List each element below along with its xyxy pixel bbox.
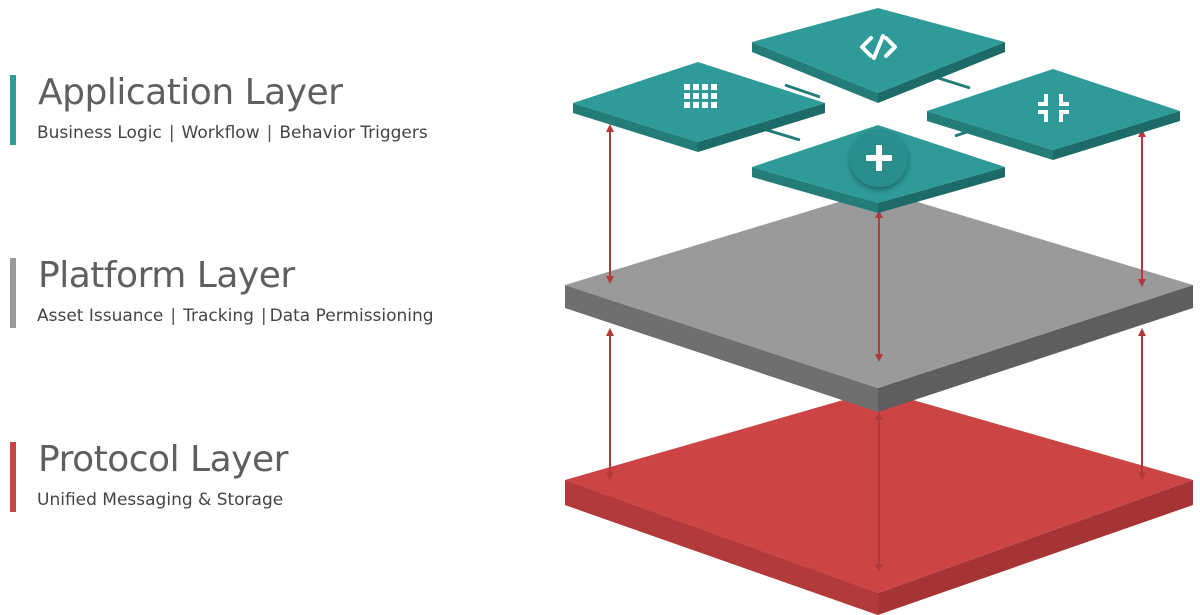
- protocol-layer-items: Unified Messaging & Storage: [37, 489, 283, 511]
- platform-item: Tracking: [183, 306, 254, 326]
- protocol-item: Unified Messaging & Storage: [37, 490, 284, 510]
- separator: |: [168, 123, 175, 143]
- separator: |: [266, 123, 273, 143]
- slash-s-icon: [860, 34, 897, 60]
- application-layer-title: Application Layer: [38, 72, 343, 113]
- platform-layer-title: Platform Layer: [38, 255, 295, 296]
- grid-icon: [684, 84, 717, 108]
- application-item: Business Logic: [37, 123, 162, 143]
- platform-layer-items: Asset Issuance|Tracking|Data Permissioni…: [37, 305, 434, 327]
- application-item: Workflow: [181, 123, 260, 143]
- platform-item: Asset Issuance: [37, 306, 164, 326]
- protocol-layer-title: Protocol Layer: [38, 439, 288, 480]
- arrows-lower: [606, 328, 1146, 572]
- tile-top: [752, 8, 1005, 103]
- platform-layer-color-bar: [10, 258, 16, 328]
- separator: |: [170, 306, 177, 326]
- arrows-upper: [606, 124, 1146, 362]
- application-item: Behavior Triggers: [279, 123, 428, 143]
- application-layer-color-bar: [10, 75, 16, 145]
- separator: |: [260, 306, 267, 326]
- plus-icon: [850, 129, 908, 187]
- compress-icon: [1038, 94, 1069, 122]
- platform-item: Data Permissioning: [269, 306, 434, 326]
- protocol-layer-color-bar: [10, 442, 16, 512]
- tile-right: [927, 69, 1180, 160]
- application-layer-items: Business Logic | Workflow | Behavior Trigger…: [37, 122, 428, 144]
